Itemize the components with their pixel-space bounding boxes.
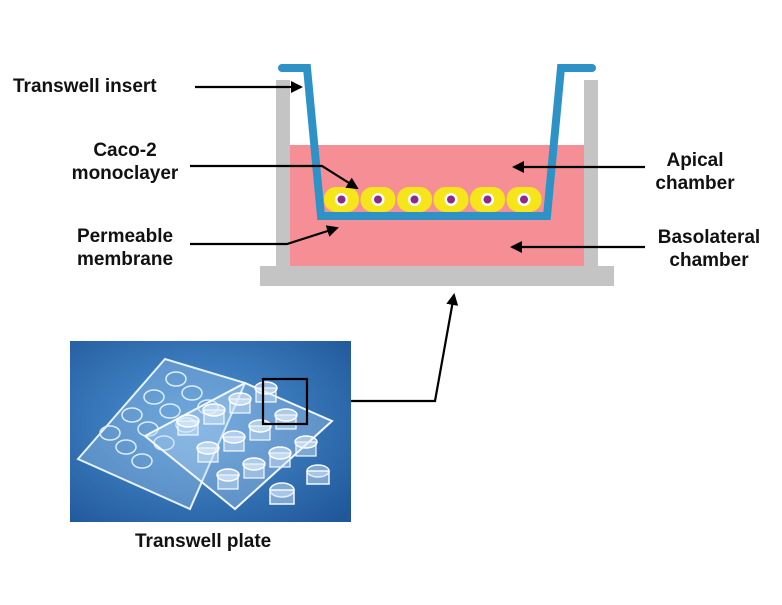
caco2-monolayer — [324, 187, 542, 212]
label-transwell-insert-text: Transwell insert — [13, 76, 157, 97]
well-wall-left — [276, 80, 290, 280]
label-permeable-line1: Permeable — [76, 226, 174, 247]
cell-nucleus — [520, 195, 528, 204]
label-caco2: Caco-2 monoclayer — [50, 139, 200, 185]
well-base — [260, 266, 614, 286]
plate-insert — [216, 468, 240, 482]
lid-well — [115, 439, 137, 455]
lid-well — [143, 389, 165, 405]
loose-inserts — [269, 464, 330, 505]
plate-insert — [196, 441, 220, 455]
plate-insert — [254, 381, 278, 395]
lid-well — [121, 407, 143, 423]
cell-nucleus — [447, 195, 455, 204]
well-outline — [260, 80, 614, 286]
lid-well — [131, 453, 153, 469]
label-transwell-plate-text: Transwell plate — [135, 531, 272, 552]
label-basolateral-line1: Basolateral — [657, 227, 761, 248]
highlight-box — [261, 377, 309, 426]
label-basolateral-line2: chamber — [669, 250, 749, 271]
label-transwell-insert: Transwell insert — [13, 75, 157, 98]
transwell-plate-photo — [70, 341, 351, 522]
label-permeable-line2: membrane — [76, 249, 174, 270]
plate-insert — [242, 457, 266, 471]
lid-well — [165, 371, 187, 387]
label-permeable-membrane: Permeable membrane — [50, 225, 200, 271]
plate-insert — [274, 408, 298, 422]
plate-photo-illustration — [70, 341, 351, 522]
arrow-caco2 — [190, 164, 359, 190]
plate-insert — [294, 435, 318, 449]
cell-nucleus — [337, 195, 346, 204]
plate-insert — [222, 430, 246, 444]
well-wall-right — [584, 80, 598, 280]
plate-insert — [176, 414, 200, 428]
label-apical-line1: Apical — [666, 150, 724, 171]
label-apical-line2: chamber — [655, 173, 735, 194]
plate-insert — [268, 446, 292, 460]
cell-nucleus — [410, 195, 419, 204]
label-caco2-line1: Caco-2 — [93, 140, 157, 161]
lid-well — [159, 403, 181, 419]
lid-well — [99, 425, 121, 441]
lid-well — [181, 385, 203, 401]
cell-nucleus — [483, 195, 492, 204]
plate-insert — [202, 403, 226, 417]
cell-nucleus — [374, 195, 382, 204]
arrows — [190, 81, 645, 403]
plate-insert — [228, 392, 252, 406]
loose-insert-1-body — [269, 489, 295, 505]
plate-insert — [248, 419, 272, 433]
label-basolateral-chamber: Basolateral chamber — [646, 226, 772, 272]
arrow-permeable — [190, 225, 339, 246]
photo-background — [70, 341, 351, 522]
loose-insert-2-body — [306, 470, 330, 485]
transwell-insert — [278, 64, 596, 220]
label-apical-chamber: Apical chamber — [640, 149, 750, 195]
label-transwell-plate: Transwell plate — [135, 530, 271, 553]
label-caco2-line2: monoclayer — [71, 163, 179, 184]
